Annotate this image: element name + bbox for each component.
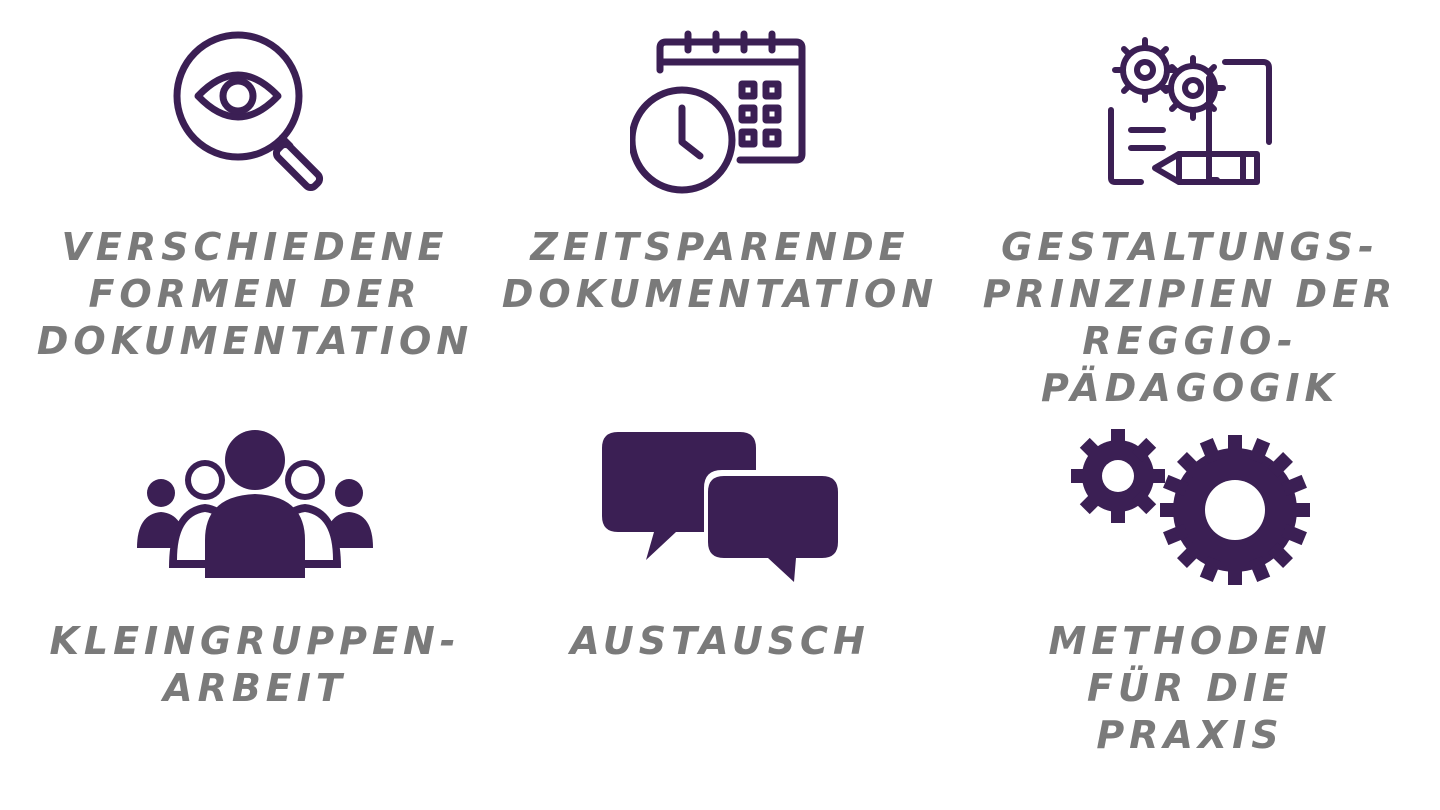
gears-icon bbox=[1071, 429, 1310, 585]
speech-bubbles-icon bbox=[602, 432, 838, 582]
tile-label: GESTALTUNGS- PRINZIPIEN DER REGGIO-PÄDAG… bbox=[982, 225, 1398, 410]
group-people-icon bbox=[137, 430, 373, 578]
tile-methoden: METHODEN FÜR DIE PRAXIS bbox=[970, 428, 1410, 759]
gears-document-pencil-icon bbox=[1108, 37, 1272, 185]
magnifier-eye-icon bbox=[173, 31, 324, 192]
tile-gestaltung: GESTALTUNGS- PRINZIPIEN DER REGGIO-PÄDAG… bbox=[970, 30, 1410, 412]
tile-austausch: AUSTAUSCH bbox=[500, 428, 940, 665]
tile-label: KLEINGRUPPEN- ARBEIT bbox=[49, 619, 461, 710]
calendar-clock-icon bbox=[630, 30, 806, 194]
tile-label: ZEITSPARENDE DOKUMENTATION bbox=[501, 225, 939, 316]
tile-kleingruppe: KLEINGRUPPEN- ARBEIT bbox=[35, 428, 475, 712]
tile-label: METHODEN FÜR DIE PRAXIS bbox=[1048, 619, 1332, 757]
tile-label: AUSTAUSCH bbox=[570, 619, 870, 663]
tile-zeitsparend: ZEITSPARENDE DOKUMENTATION bbox=[500, 30, 940, 318]
tile-formen: VERSCHIEDENE FORMEN DER DOKUMENTATION bbox=[35, 30, 475, 365]
tile-label: VERSCHIEDENE FORMEN DER DOKUMENTATION bbox=[36, 225, 474, 363]
